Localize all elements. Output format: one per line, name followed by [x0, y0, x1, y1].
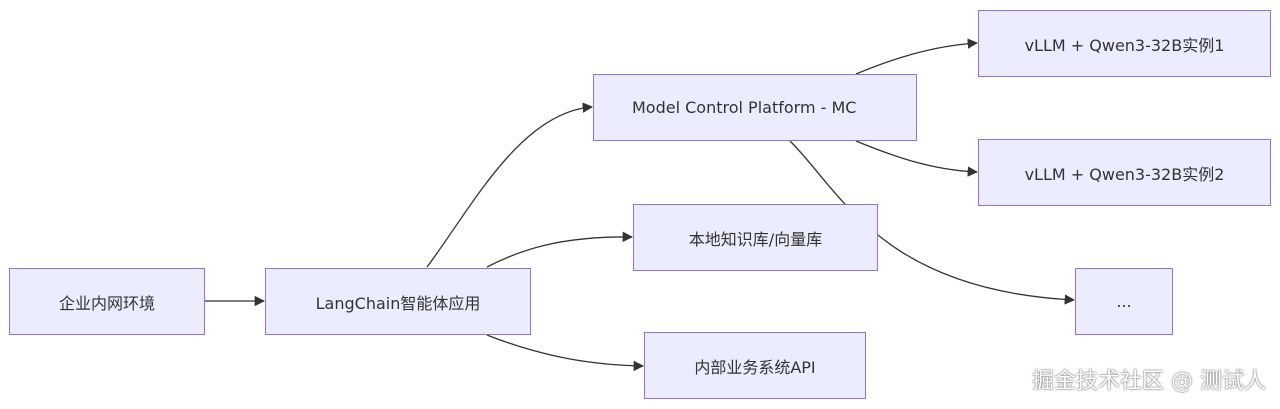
node-business-api: 内部业务系统API [644, 332, 866, 399]
node-knowledge-base: 本地知识库/向量库 [633, 204, 878, 271]
node-vllm-instance-1: vLLM + Qwen3-32B实例1 [978, 10, 1271, 77]
node-langchain-agent: LangChain智能体应用 [265, 268, 531, 335]
node-vllm-instance-2: vLLM + Qwen3-32B实例2 [978, 139, 1271, 206]
node-model-control-platform: Model Control Platform - MC [593, 74, 917, 141]
watermark: 掘金技术社区 @ 测试人 [1032, 369, 1266, 394]
edge-langchain-to-mcp [426, 102, 594, 268]
edge-mcp-to-more [789, 140, 1076, 305]
edge-mcp-to-vllm2 [855, 140, 979, 177]
edge-langchain-to-knowledge [486, 231, 634, 268]
edge-mcp-to-vllm1 [855, 38, 979, 75]
node-enterprise-network: 企业内网环境 [9, 268, 205, 335]
node-more-instances: ... [1075, 268, 1173, 335]
edge-langchain-to-business-api [486, 334, 645, 372]
